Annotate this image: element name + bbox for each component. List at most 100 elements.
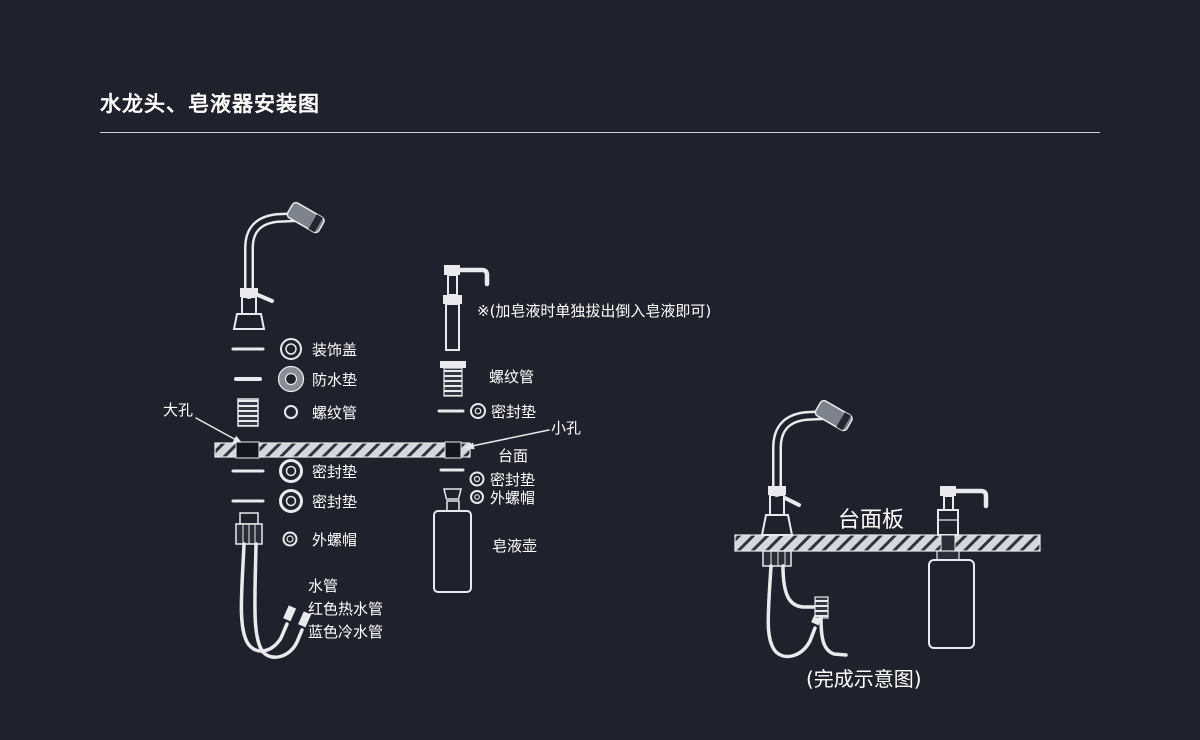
bottle-body <box>433 510 472 593</box>
spout-head-band <box>308 214 323 233</box>
assembled-dispenser-nut <box>936 550 960 561</box>
outer-nut-icon-inner <box>286 535 294 543</box>
page-title: 水龙头、皂液器安装图 <box>100 92 320 116</box>
faucet-body <box>241 296 257 315</box>
dispenser-seal-top-label: 密封垫 <box>491 403 536 421</box>
waterproof-pad-icon <box>278 366 304 392</box>
dispenser-threaded-tube-label: 螺纹管 <box>489 368 534 386</box>
dispenser-exploded-view: ※(加皂液时单独拔出倒入皂液即可) 螺纹管 密封垫 密封垫 <box>433 265 711 593</box>
assembled-spout-band <box>836 412 851 431</box>
faucet-handle <box>256 293 274 303</box>
title-underline <box>100 132 1100 133</box>
assembled-pump-cap <box>940 486 956 496</box>
threaded-tube-icon <box>284 405 298 419</box>
decor-cap-label: 装饰盖 <box>312 341 357 359</box>
soap-bottle: 皂液壶 <box>433 500 537 593</box>
assembled-faucet-body <box>769 494 785 516</box>
assembled-pump-spout <box>951 488 989 509</box>
waterproof-pad-icon-inner <box>284 372 298 386</box>
outer-nut-label: 外螺帽 <box>312 531 357 549</box>
dispenser-outer-nut-icon-inner <box>474 494 480 500</box>
small-hole-pointer <box>471 429 550 447</box>
faucet-shank <box>239 512 259 525</box>
assembled-soap-bottle <box>928 559 975 649</box>
hot-pipe-label: 红色热水管 <box>308 600 383 618</box>
threaded-tube-flange <box>440 361 466 368</box>
cold-pipe-label: 蓝色冷水管 <box>308 623 383 641</box>
faucet-illustration <box>232 201 325 330</box>
pipe-labels: 水管 红色热水管 蓝色冷水管 <box>308 577 383 641</box>
assembled-dispenser-shank <box>940 534 956 552</box>
assembled-countertop <box>734 534 1041 552</box>
assembled-faucet <box>760 399 853 659</box>
refill-note: ※(加皂液时单独拔出倒入皂液即可) <box>477 302 711 320</box>
hose-tip <box>298 611 312 628</box>
dispenser-outer-nut-icon <box>470 490 484 504</box>
assembled-pump-flange <box>937 509 959 536</box>
seal-1-label: 密封垫 <box>312 463 357 481</box>
small-hole-label: 小孔 <box>551 419 581 437</box>
outer-nut-icon <box>282 531 298 547</box>
waterproof-pad-icon-outer <box>277 365 305 393</box>
part-row-decor-cap: 装饰盖 <box>231 338 357 360</box>
part-row-seal-2: 密封垫 <box>231 489 357 513</box>
countertop-bar <box>214 442 471 458</box>
assembled-view: 台面板 <box>734 399 1041 691</box>
dispenser-outer-nut: 外螺帽 <box>443 488 535 507</box>
seal-2-label: 密封垫 <box>312 493 357 511</box>
faucet-base <box>232 313 266 330</box>
threaded-tube-label: 螺纹管 <box>312 404 357 422</box>
small-hole-arrowhead <box>464 442 475 450</box>
inline-fitting <box>814 596 829 619</box>
large-hole-pointer <box>195 417 239 442</box>
assembled-faucet-base <box>760 514 794 536</box>
hose-tip <box>283 605 297 622</box>
dispenser-seal-top: 密封垫 <box>437 403 536 421</box>
assembled-dispenser <box>928 486 989 649</box>
pump-stem <box>447 274 458 296</box>
seal-top-icon <box>470 403 486 419</box>
large-hole-label: 大孔 <box>163 401 193 419</box>
faucet-collar <box>240 288 258 297</box>
dispenser-seal-bottom: 密封垫 <box>439 468 535 489</box>
assembled-pump-stem <box>943 495 954 511</box>
seal-2-icon-inner <box>285 495 297 507</box>
seal-top-icon-inner <box>474 407 482 415</box>
assembled-hose-left <box>766 564 817 659</box>
threaded-tube-body <box>443 367 463 397</box>
threaded-tube-edge-view <box>237 398 259 427</box>
large-hole-callout: 大孔 <box>163 401 243 444</box>
part-row-threaded-tube: 螺纹管 <box>237 398 357 427</box>
assembled-hose-right <box>781 564 816 609</box>
completed-view-caption: (完成示意图) <box>806 667 922 691</box>
seal-1-icon-inner <box>285 465 297 477</box>
assembled-faucet-collar <box>768 486 786 495</box>
countertop-cross-section <box>214 441 471 459</box>
part-row-waterproof-pad: 防水垫 <box>234 365 357 393</box>
pump-collar <box>443 295 462 304</box>
small-hole-callout: 小孔 台面 <box>464 419 581 465</box>
seal-bottom-icon-inner <box>473 475 481 483</box>
seal-1-icon <box>279 459 303 483</box>
assembled-faucet-neck-inner <box>774 412 829 495</box>
decor-cap-icon <box>280 338 302 360</box>
pump-cap <box>444 265 460 275</box>
countertop-label: 台面 <box>498 447 528 465</box>
waterproof-pad-label: 防水垫 <box>312 371 357 389</box>
dispenser-outer-nut-label: 外螺帽 <box>490 489 535 507</box>
assembled-hose-tail <box>819 616 848 657</box>
hot-water-hose <box>239 542 289 653</box>
faucet-spout-head <box>286 201 325 234</box>
countertop-panel-label: 台面板 <box>838 508 904 533</box>
assembled-faucet-nut <box>762 550 792 567</box>
faucet-exploded-view: 装饰盖 防水垫 螺纹管 大孔 <box>163 201 581 659</box>
soap-bottle-label: 皂液壶 <box>492 537 537 555</box>
water-pipe-label: 水管 <box>308 577 338 595</box>
small-hole <box>444 441 462 459</box>
part-row-outer-nut: 外螺帽 <box>282 531 357 549</box>
outer-nut-edge-view <box>443 488 462 500</box>
seal-2-icon <box>279 489 303 513</box>
bottle-neck <box>446 500 460 512</box>
decor-cap-icon-inner <box>285 343 297 355</box>
